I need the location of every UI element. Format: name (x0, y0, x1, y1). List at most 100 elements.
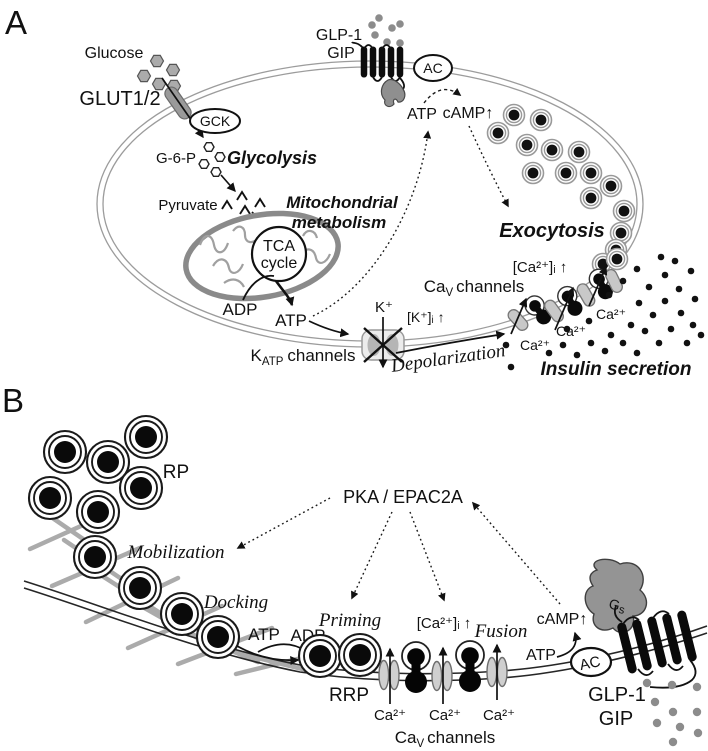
insulin-granule (567, 140, 591, 164)
ca-influx-arrow (554, 286, 575, 331)
cav-channel-b (378, 659, 400, 691)
katp-channel (361, 317, 405, 369)
ligand-dot (675, 722, 685, 732)
receptor-helix-b (677, 610, 697, 662)
rrp-label: RRP (329, 685, 369, 706)
insulin-granule (486, 121, 510, 145)
atp-to-katp-arrow (308, 320, 350, 338)
glp1-receptor-b (613, 605, 697, 689)
ca-label-b: Ca²⁺ (374, 707, 406, 724)
receptor-loop-b (667, 663, 684, 671)
insulin-dot (655, 339, 663, 347)
fusion-label: Fusion (474, 621, 528, 642)
ac-label-b: AC (578, 653, 602, 674)
ki-label: [K⁺]ᵢ ↑ (407, 309, 445, 325)
cai-label-b: [Ca²⁺]ᵢ ↑ (417, 615, 471, 632)
receptor-n-terminus (351, 41, 364, 49)
insulin-dot (645, 283, 653, 291)
insulin-granule (515, 133, 539, 157)
ligand-dots-b (642, 678, 703, 747)
depolarization-arrow (395, 330, 506, 354)
exocytosis-label: Exocytosis (499, 220, 605, 242)
gip-label: GIP (327, 45, 355, 62)
glucose-molecules (136, 54, 182, 93)
gs-label: Gs (607, 595, 628, 617)
insulin-dot (619, 339, 627, 347)
ligand-dot (388, 24, 396, 32)
camp-label: cAMP↑ (443, 105, 494, 122)
k-label: K⁺ (375, 299, 393, 316)
pyruvate-caret (221, 200, 233, 210)
atp-receptor-label: ATP (407, 106, 437, 123)
mitochondrion-crista (302, 229, 319, 239)
insulin-granule (521, 161, 545, 185)
g6p-label: G-6-P (156, 150, 196, 167)
mitochondrion-crista (223, 278, 245, 288)
vesicle (75, 489, 121, 535)
ca-label: Ca²⁺ (596, 306, 626, 322)
glp1-label: GLP-1 (316, 27, 362, 44)
insulin-dot (607, 331, 615, 339)
receptor-loop (372, 76, 383, 82)
gs-protein-blob (584, 558, 648, 634)
insulin-dot (633, 265, 641, 273)
insulin-dot (502, 341, 510, 349)
atp-to-ac-dotted-arrow (312, 130, 432, 317)
pka-epac2a-label: PKA / EPAC2A (343, 487, 463, 507)
adenylyl-cyclase (413, 54, 453, 82)
secreted-insulin-dots (502, 253, 705, 371)
receptor-loop-b (622, 616, 640, 625)
adenylyl-cyclase-b (569, 646, 613, 678)
receptor-helix-b (662, 613, 682, 665)
vesicle (123, 414, 169, 460)
insulin-dot (661, 297, 669, 305)
insulin-dot (635, 299, 643, 307)
receptor-helix (378, 46, 386, 78)
glp1-receptor (351, 41, 405, 91)
insulin-dot (605, 291, 613, 299)
atp-ac-label-b: ATP (526, 647, 556, 664)
glycolysis-arrow (220, 174, 236, 193)
receptor-loop (381, 44, 392, 50)
insulin-dot (559, 341, 567, 349)
receptor-helix (387, 46, 395, 78)
vesicle (72, 534, 118, 580)
cytoskeleton (27, 505, 329, 677)
g6p-hexagon (214, 151, 226, 163)
insulin-dot (689, 321, 697, 329)
receptor-helix (360, 46, 368, 78)
ligand-dot (692, 707, 702, 717)
ac-label: AC (423, 60, 442, 76)
insulin-dot (507, 363, 515, 371)
receptor-helix (369, 46, 377, 78)
cytoskeleton-filament (231, 649, 309, 673)
insulin-granule (540, 138, 564, 162)
tca-label-1: TCA (263, 238, 295, 255)
insulin-granule (612, 199, 636, 223)
insulin-granule (502, 103, 526, 127)
ligand-dot (652, 718, 662, 728)
ligand-dot (371, 31, 379, 39)
insulin-dot (687, 267, 695, 275)
atp-to-camp-arrow-b (556, 631, 582, 658)
glycolysis-label: Glycolysis (227, 148, 317, 168)
glucose-label: Glucose (85, 45, 144, 62)
insulin-dot (619, 277, 627, 285)
receptor-loop-b (652, 610, 670, 619)
insulin-dot (587, 339, 595, 347)
insulin-dot (671, 257, 679, 265)
ligand-dot (383, 38, 391, 46)
g-protein-blob (380, 78, 406, 108)
pyruvate-caret (254, 198, 266, 208)
pka-to-calcium-dotted-arrow (409, 511, 446, 602)
ligand-dot (693, 728, 703, 738)
glp1-label-b: GLP-1 (588, 684, 646, 706)
rp-label: RP (163, 462, 189, 483)
ligand-dot (396, 20, 404, 28)
receptor-helix (396, 46, 404, 78)
insulin-dot (545, 349, 553, 357)
receptor-loop (363, 44, 374, 50)
